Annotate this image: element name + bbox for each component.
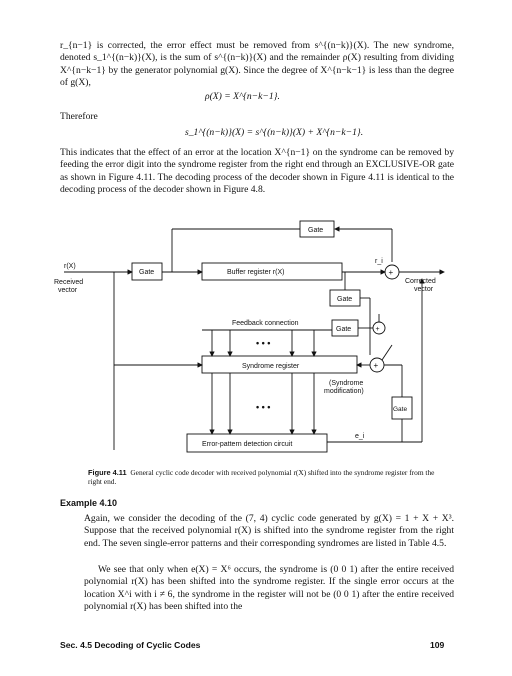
figure-caption: Figure 4.11 General cyclic code decoder …	[88, 468, 448, 486]
caption-label: Figure 4.11	[88, 468, 127, 477]
therefore-text: Therefore	[60, 111, 98, 122]
figure-4-11-decoder-diagram: r(X) Received vector Gate Gate Buffer re…	[54, 220, 445, 453]
syndrome-modification-label-1: (Syndrome	[329, 380, 363, 387]
caption-text: General cyclic code decoder with receive…	[88, 468, 435, 486]
equation-rho: ρ(X) = X^{n−k−1}.	[205, 91, 280, 102]
paragraph-effect: This indicates that the effect of an err…	[60, 147, 454, 195]
plus-output: +	[389, 268, 394, 277]
syndrome-register-label: Syndrome register	[242, 363, 300, 370]
plus-feedback: +	[376, 326, 380, 333]
dots-upper: • • •	[256, 338, 270, 348]
gate-top-label: Gate	[308, 227, 323, 234]
syndrome-modification-label-2: modification)	[324, 388, 364, 395]
buffer-register-label: Buffer register r(X)	[227, 269, 284, 276]
error-pattern-detection-box	[186, 433, 328, 453]
gate-feedback-label: Gate	[336, 326, 351, 333]
corrected-label-1: Corrected	[405, 278, 436, 285]
detection-circuit-label: Error-pattern detection circuit	[202, 441, 292, 448]
paragraph-intro: r_{n−1} is corrected, the error effect m…	[60, 40, 454, 88]
example-heading: Example 4.10	[60, 498, 118, 508]
example-paragraph-2: We see that only when e(X) = X⁶ occurs, …	[84, 564, 454, 612]
ri-label: r_i	[375, 258, 383, 265]
plus-modification: +	[374, 361, 379, 370]
example-paragraph-1: Again, we consider the decoding of the (…	[84, 513, 454, 549]
gate-input-label: Gate	[139, 269, 154, 276]
footer-section: Sec. 4.5 Decoding of Cyclic Codes	[60, 640, 201, 650]
equation-syndrome: s_1^{(n−k)}(X) = s^{(n−k)}(X) + X^{n−k−1…	[185, 127, 364, 138]
gate-middle-label: Gate	[337, 296, 352, 303]
corrected-label-2: vector	[414, 286, 434, 293]
received-label-2: vector	[58, 287, 78, 294]
gate-input-box	[131, 262, 163, 281]
received-label-1: Received	[54, 279, 83, 286]
input-label: r(X)	[64, 263, 76, 270]
gate-lower-label: Gate	[393, 406, 407, 413]
feedback-connection-label: Feedback connection	[232, 320, 299, 327]
page-number: 109	[430, 640, 445, 650]
ei-label: e_i	[355, 433, 365, 440]
buffer-register-box	[201, 262, 343, 281]
dots-lower: • • •	[256, 402, 270, 412]
